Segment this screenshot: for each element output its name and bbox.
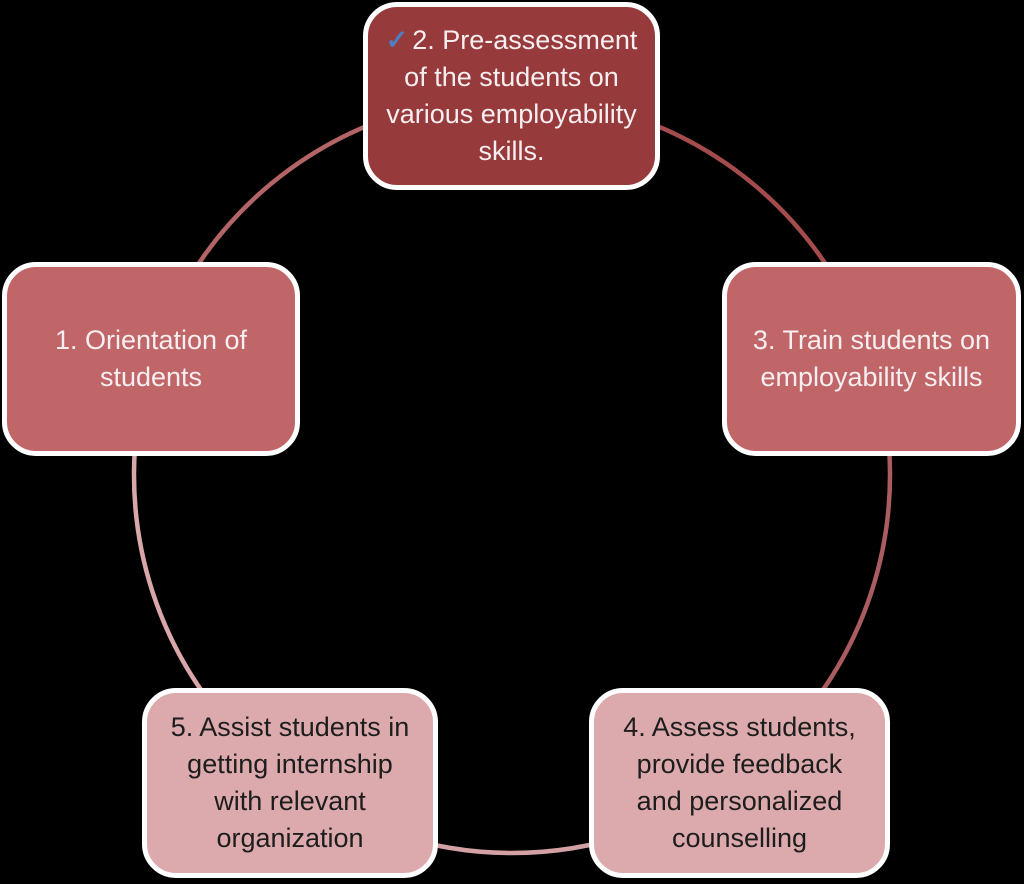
check-icon: ✓ bbox=[385, 25, 409, 55]
node-label: 4. Assess students, provide feedback and… bbox=[623, 712, 856, 853]
node-label: 3. Train students on employability skill… bbox=[752, 325, 991, 392]
node-pre-assessment: ✓2. Pre-assessment of the students on va… bbox=[363, 2, 660, 190]
node-assist-internship: 5. Assist students in getting internship… bbox=[142, 688, 438, 878]
node-assess-students: 4. Assess students, provide feedback and… bbox=[589, 688, 890, 878]
node-label: 5. Assist students in getting internship… bbox=[170, 712, 410, 853]
node-train-students: 3. Train students on employability skill… bbox=[722, 262, 1021, 456]
node-label: 2. Pre-assessment of the students on var… bbox=[386, 25, 638, 166]
node-label: 1. Orientation of students bbox=[54, 325, 248, 392]
node-orientation: 1. Orientation of students bbox=[2, 262, 300, 456]
node-pre-assessment-text: ✓2. Pre-assessment of the students on va… bbox=[383, 22, 641, 170]
